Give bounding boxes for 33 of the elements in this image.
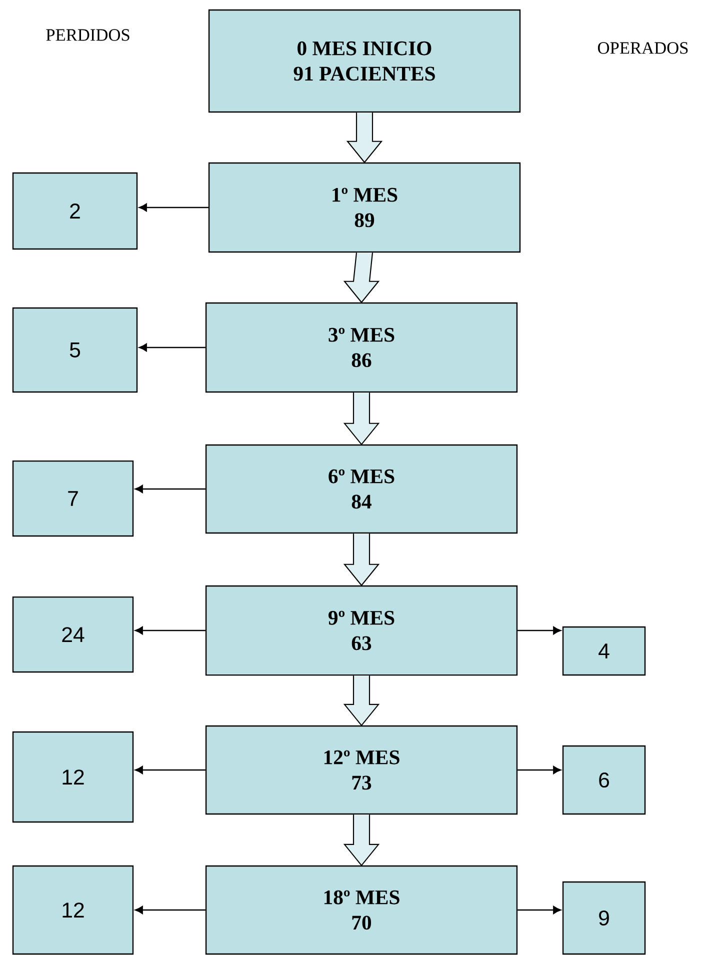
block-arrow xyxy=(343,252,380,304)
stage-box: 9º MES 63 xyxy=(205,585,518,676)
arrow xyxy=(135,485,206,493)
count-box: 24 xyxy=(12,596,134,673)
stage-box: 6º MES 84 xyxy=(205,444,518,534)
stage-box: 3º MES 86 xyxy=(205,302,518,393)
block-arrow xyxy=(343,675,380,726)
count-box: 9 xyxy=(562,881,646,955)
block-arrow xyxy=(346,112,383,164)
arrow xyxy=(135,906,206,914)
count-box: 2 xyxy=(12,172,138,250)
count-box: 4 xyxy=(562,626,646,676)
arrow xyxy=(518,626,561,634)
arrow xyxy=(135,766,206,774)
column-heading: PERDIDOS xyxy=(46,29,130,41)
column-heading: OPERADOS xyxy=(598,42,688,54)
count-box: 12 xyxy=(12,731,134,823)
arrow xyxy=(518,906,561,914)
stage-box: 18º MES 70 xyxy=(205,865,518,955)
arrow xyxy=(135,626,206,634)
count-box: 5 xyxy=(12,307,138,393)
count-box: 12 xyxy=(12,865,134,955)
count-box: 6 xyxy=(562,745,646,815)
stage-box: 1º MES 89 xyxy=(208,162,521,253)
arrow xyxy=(139,344,206,352)
arrow xyxy=(139,204,208,212)
block-arrow xyxy=(343,814,380,866)
block-arrow xyxy=(343,533,380,586)
stage-box: 0 MES INICIO 91 PACIENTES xyxy=(208,9,521,113)
arrow xyxy=(518,766,561,774)
count-box: 7 xyxy=(12,460,134,537)
block-arrow xyxy=(343,392,380,446)
stage-box: 12º MES 73 xyxy=(205,725,518,815)
